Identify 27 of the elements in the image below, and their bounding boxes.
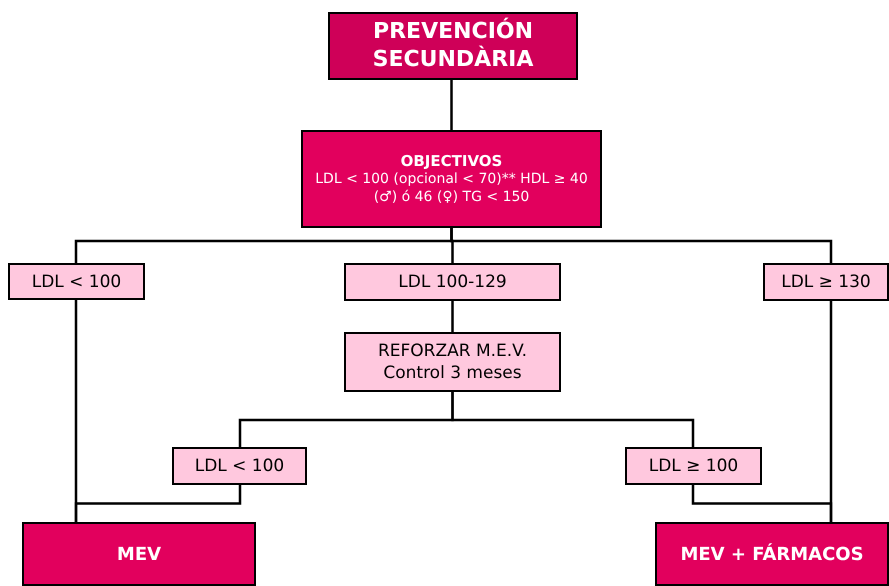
box-text: MEV + FÁRMACOS: [680, 542, 864, 566]
box-text: LDL < 100 (opcional < 70)** HDL ≥ 40 (♂) ó 46 (♀) TG < 150: [314, 170, 589, 206]
objectives-box: [301, 130, 602, 228]
outcome-box: [655, 522, 889, 586]
title-box: [328, 12, 578, 80]
box-text: LDL ≥ 130: [781, 271, 871, 293]
connector-line: [450, 80, 453, 130]
condition-box: [8, 263, 145, 300]
box-text: REFORZAR M.E.V. Control 3 meses: [376, 340, 528, 384]
condition-box: [172, 447, 307, 485]
condition-box: [625, 447, 762, 485]
box-text: LDL < 100: [194, 455, 284, 477]
action-box: [344, 332, 561, 392]
box-text: PREVENCIÓN SECUNDÀRIA: [372, 18, 534, 74]
box-heading: OBJECTIVOS: [400, 152, 502, 170]
connector-line: [692, 485, 832, 522]
connector-line: [74, 485, 242, 522]
outcome-box: [22, 522, 256, 586]
condition-box: [763, 263, 889, 301]
connector-line: [451, 392, 694, 447]
box-text: LDL < 100: [32, 270, 122, 292]
connector-line: [450, 228, 832, 263]
box-text: LDL 100-129: [398, 271, 507, 293]
condition-box: [344, 263, 561, 301]
connector-line: [451, 301, 454, 332]
box-text: MEV: [116, 542, 162, 566]
box-text: LDL ≥ 100: [648, 455, 738, 477]
